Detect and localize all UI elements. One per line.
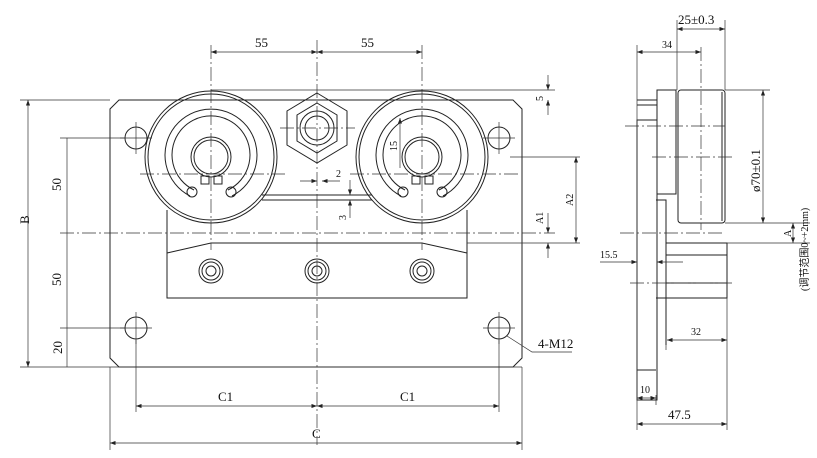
dim-b: B xyxy=(17,215,32,224)
side-hub xyxy=(656,89,677,195)
dim-55-right: 55 xyxy=(361,35,374,50)
dim-47-5: 47.5 xyxy=(668,407,691,422)
dim-5: 5 xyxy=(535,96,546,101)
dim-32: 32 xyxy=(691,327,701,338)
dim-a2: A2 xyxy=(565,194,576,206)
dimensions: 55 55 B 50 50 20 5 A2 A1 2 3 15 xyxy=(17,35,580,450)
hole-callout: 4-M12 xyxy=(538,336,573,351)
mounting-holes xyxy=(120,122,515,344)
bolt xyxy=(198,258,224,284)
dim-2: 2 xyxy=(336,169,341,180)
front-view: 55 55 B 50 50 20 5 A2 A1 2 3 15 xyxy=(17,35,580,450)
side-dimensions: 25±0.3 34 ø70±0.1 A (调节范围0~+2mm) 15.5 32… xyxy=(600,12,811,430)
dim-a: A xyxy=(783,229,794,237)
dim-25: 25±0.3 xyxy=(678,12,714,27)
dim-3: 3 xyxy=(338,215,349,220)
dim-20: 20 xyxy=(50,341,65,354)
dim-c1-left: C1 xyxy=(218,389,233,404)
dim-15: 15 xyxy=(389,141,400,151)
dim-c1-right: C1 xyxy=(400,389,415,404)
dim-diameter: ø70±0.1 xyxy=(748,149,763,192)
bolt xyxy=(409,258,435,284)
dim-c: C xyxy=(312,426,321,441)
dim-55-left: 55 xyxy=(255,35,268,50)
side-flange xyxy=(636,119,658,401)
adjust-note: (调节范围0~+2mm) xyxy=(798,208,811,291)
side-view: 25±0.3 34 ø70±0.1 A (调节范围0~+2mm) 15.5 32… xyxy=(600,12,811,430)
dim-50-lower: 50 xyxy=(49,273,64,286)
dim-a1: A1 xyxy=(535,212,546,224)
dim-50-upper: 50 xyxy=(49,178,64,191)
side-wheel xyxy=(677,89,726,224)
dim-34: 34 xyxy=(662,40,672,51)
dim-15-5: 15.5 xyxy=(600,250,618,261)
dim-10: 10 xyxy=(640,385,650,396)
